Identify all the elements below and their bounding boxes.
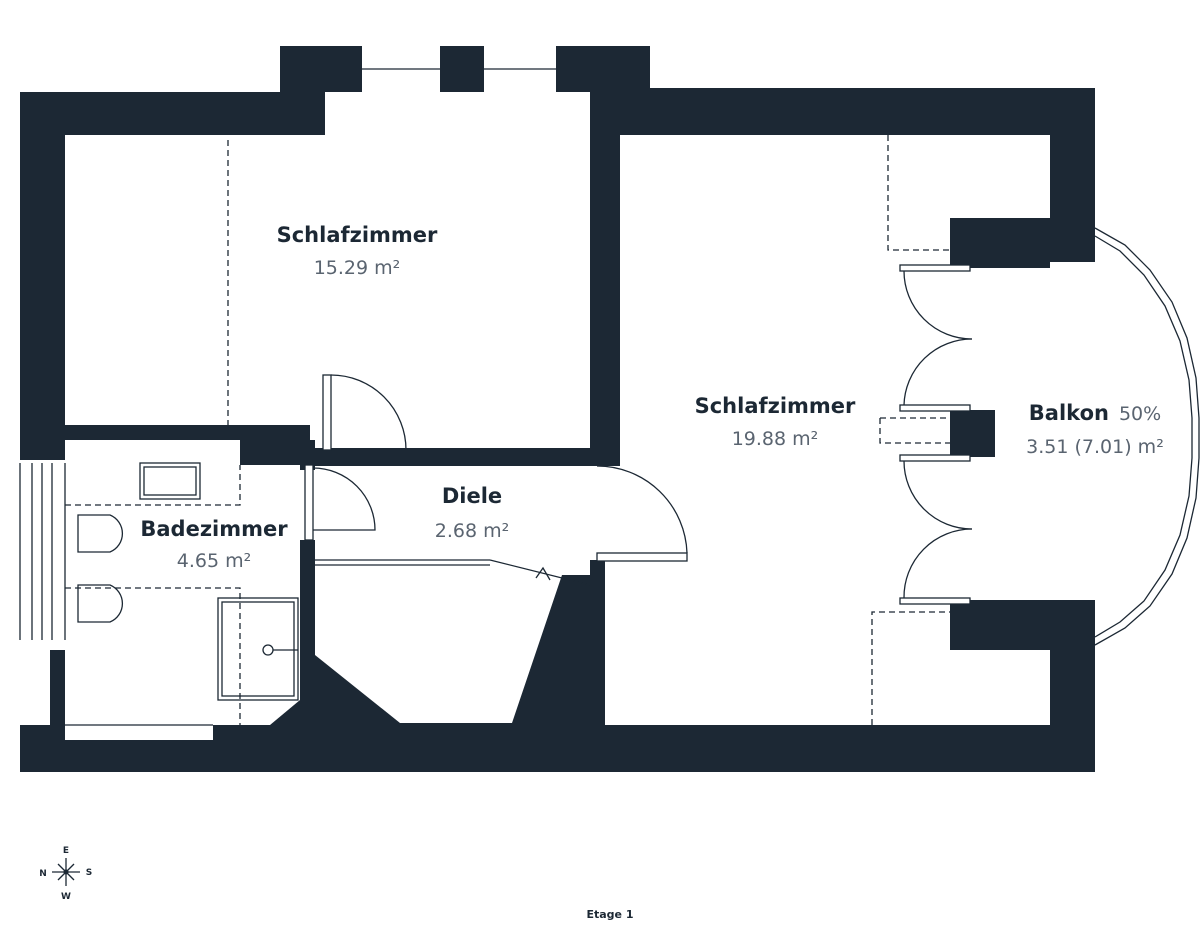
outer-walls bbox=[20, 46, 1095, 772]
window-details bbox=[19, 68, 591, 740]
compass-icon: E N S W bbox=[39, 846, 92, 902]
room-area: 4.65 m² bbox=[177, 550, 251, 572]
compass-east: E bbox=[63, 846, 69, 856]
room-name-suffix: 50% bbox=[1119, 403, 1161, 425]
room-label-balkon: Balkon 50% 3.51 (7.01) m² bbox=[1026, 401, 1164, 458]
room-label-diele: Diele 2.68 m² bbox=[435, 484, 509, 542]
room-label-badezimmer: Badezimmer 4.65 m² bbox=[140, 517, 288, 572]
bath-right-wall bbox=[300, 540, 315, 700]
dashed-zones bbox=[65, 135, 950, 725]
room-label-schlafzimmer-2: Schlafzimmer 19.88 m² bbox=[695, 394, 856, 450]
doors bbox=[304, 264, 973, 605]
compass-north: N bbox=[39, 869, 47, 879]
compass-west: W bbox=[61, 892, 71, 902]
door-schlafzimmer-2[interactable] bbox=[596, 552, 688, 562]
room-label-schlafzimmer-1: Schlafzimmer 15.29 m² bbox=[277, 223, 438, 279]
balkon-wall-bottom bbox=[950, 600, 1050, 650]
diele-top-wall bbox=[310, 448, 620, 466]
sink-icon bbox=[139, 462, 201, 500]
toilet-icon bbox=[77, 514, 123, 553]
balcony-doors-top[interactable] bbox=[899, 264, 973, 412]
room-name: Schlafzimmer bbox=[277, 223, 438, 247]
door-schlafzimmer-1[interactable] bbox=[322, 374, 332, 451]
compass-south: S bbox=[86, 868, 92, 878]
center-wall bbox=[590, 92, 620, 465]
room-area: 3.51 (7.01) m² bbox=[1026, 436, 1164, 458]
room-name: Balkon bbox=[1029, 401, 1109, 425]
room-name: Diele bbox=[442, 484, 502, 508]
floor-label: Etage 1 bbox=[586, 908, 633, 921]
room-name-line: Balkon 50% bbox=[1029, 401, 1161, 425]
balkon-railing bbox=[1094, 227, 1200, 646]
room-name: Badezimmer bbox=[140, 517, 288, 541]
room-name: Schlafzimmer bbox=[695, 394, 856, 418]
balkon-wall-top bbox=[950, 218, 1050, 268]
walls bbox=[20, 46, 1095, 772]
balcony-doors-bottom[interactable] bbox=[899, 454, 973, 605]
room-area: 2.68 m² bbox=[435, 520, 509, 542]
balkon-pillar bbox=[950, 410, 995, 457]
door-badezimmer[interactable] bbox=[304, 464, 314, 541]
bath-fixtures bbox=[77, 462, 299, 701]
shower-icon bbox=[217, 597, 299, 701]
room-area: 15.29 m² bbox=[314, 257, 401, 279]
room-area: 19.88 m² bbox=[732, 428, 819, 450]
bath-wall-stub bbox=[300, 440, 315, 470]
bidet-icon bbox=[77, 584, 123, 623]
